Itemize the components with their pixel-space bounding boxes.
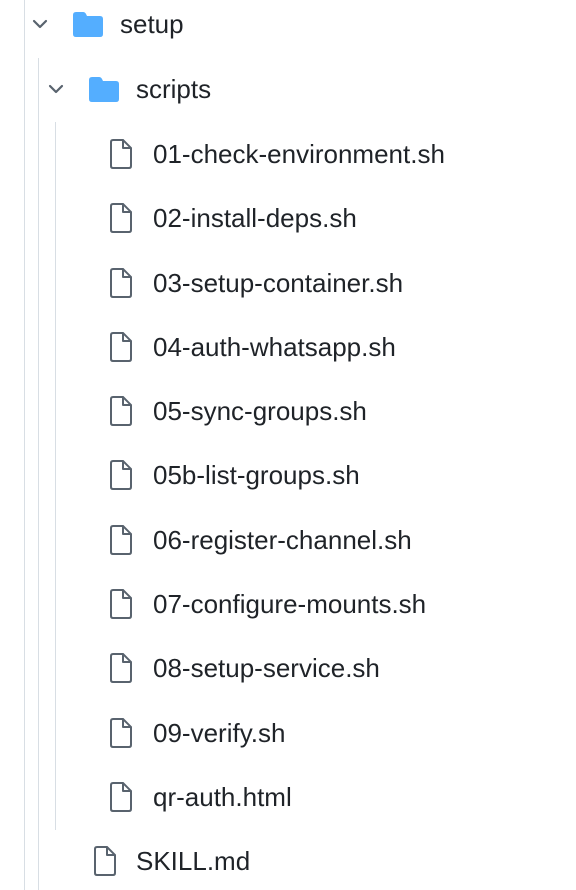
file-icon	[107, 458, 135, 492]
tree-item-label: 03-setup-container.sh	[153, 268, 404, 298]
tree-item-file[interactable]: 02-install-deps.sh	[0, 186, 576, 250]
tree-item-file[interactable]: 06-register-channel.sh	[0, 508, 576, 572]
tree-item-scripts-folder[interactable]: scripts	[0, 57, 576, 121]
chevron-down-icon[interactable]	[45, 78, 67, 100]
tree-item-file[interactable]: 07-configure-mounts.sh	[0, 572, 576, 636]
tree-item-label: 02-install-deps.sh	[153, 203, 357, 233]
tree-guide-setup	[38, 58, 39, 890]
tree-item-label: qr-auth.html	[153, 782, 292, 812]
tree-item-file[interactable]: 03-setup-container.sh	[0, 251, 576, 315]
file-icon	[107, 137, 135, 171]
file-icon	[107, 523, 135, 557]
file-icon	[107, 330, 135, 364]
tree-item-label: 05b-list-groups.sh	[153, 460, 360, 490]
tree-item-label: 06-register-channel.sh	[153, 525, 412, 555]
tree-item-label: 08-setup-service.sh	[153, 653, 380, 683]
tree-guide-root	[24, 0, 25, 890]
tree-item-label: scripts	[136, 74, 212, 104]
tree-item-label: setup	[120, 9, 184, 39]
file-icon	[107, 780, 135, 814]
tree-item-setup-folder[interactable]: setup	[0, 0, 576, 56]
tree-item-file[interactable]: SKILL.md	[0, 829, 576, 890]
tree-item-file[interactable]: 04-auth-whatsapp.sh	[0, 315, 576, 379]
tree-item-label: 09-verify.sh	[153, 718, 286, 748]
tree-item-file[interactable]: 05-sync-groups.sh	[0, 379, 576, 443]
file-icon	[107, 716, 135, 750]
file-icon	[107, 201, 135, 235]
tree-guide-scripts	[55, 122, 56, 830]
file-icon	[107, 587, 135, 621]
tree-item-label: 05-sync-groups.sh	[153, 396, 367, 426]
tree-item-file[interactable]: 08-setup-service.sh	[0, 636, 576, 700]
tree-item-label: SKILL.md	[136, 846, 251, 876]
tree-item-label: 04-auth-whatsapp.sh	[153, 332, 396, 362]
file-icon	[91, 844, 119, 878]
file-icon	[107, 394, 135, 428]
file-icon	[107, 651, 135, 685]
tree-item-file[interactable]: 05b-list-groups.sh	[0, 443, 576, 507]
file-icon	[107, 266, 135, 300]
tree-item-label: 07-configure-mounts.sh	[153, 589, 427, 619]
tree-item-file[interactable]: 01-check-environment.sh	[0, 122, 576, 186]
tree-item-label: 01-check-environment.sh	[153, 139, 445, 169]
tree-item-file[interactable]: 09-verify.sh	[0, 701, 576, 765]
chevron-down-icon[interactable]	[29, 13, 51, 35]
folder-icon	[71, 9, 105, 39]
folder-icon	[87, 74, 121, 104]
tree-item-file[interactable]: qr-auth.html	[0, 765, 576, 829]
